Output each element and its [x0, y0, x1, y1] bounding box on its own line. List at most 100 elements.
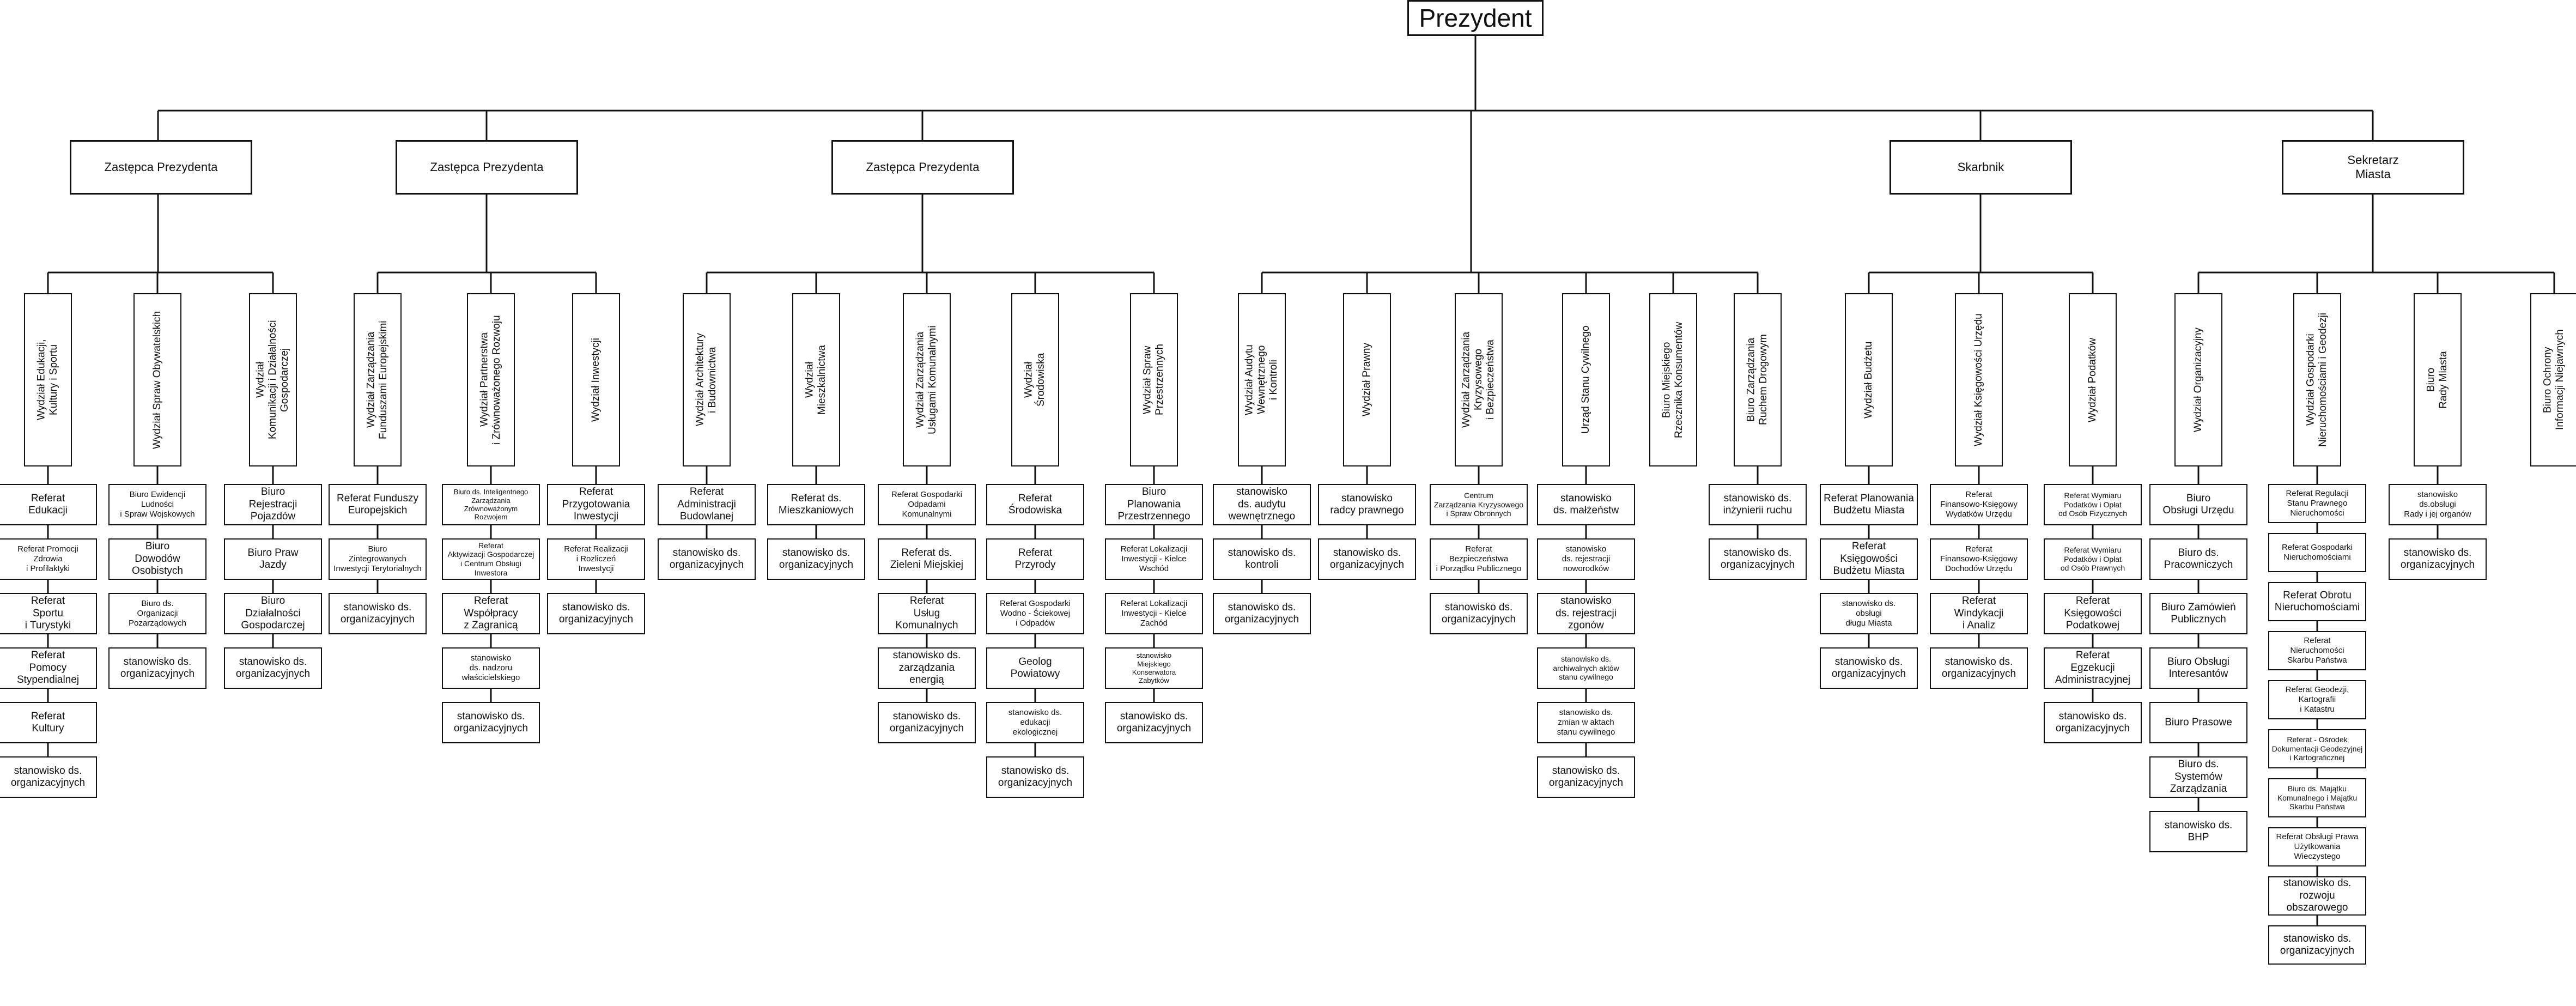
department-box: Urząd Stanu Cywilnego: [1562, 293, 1610, 466]
unit-box: stanowisko ds. rozwoju obszarowego: [2268, 876, 2366, 916]
branch-head-box: Zastępca Prezydenta: [831, 140, 1014, 195]
unit-box: Referat ds. Zieleni Miejskiej: [878, 538, 976, 580]
unit-box: stanowisko ds. rejestracji noworodków: [1537, 538, 1635, 580]
unit-box: Referat Regulacji Stanu Prawnego Nieruch…: [2268, 484, 2366, 523]
unit-box: Referat Egzekucji Administracyjnej: [2044, 647, 2142, 689]
department-box: Wydział Inwestycji: [572, 293, 620, 466]
department-box: Wydział Komunikacji i Działalności Gospo…: [249, 293, 297, 466]
department-box: Wydział Partnerstwa i Zrównoważonego Roz…: [467, 293, 515, 466]
unit-box: Biuro Obsługi Interesantów: [2149, 647, 2247, 689]
department-box: Wydział Zarządzania Kryzysowego i Bezpie…: [1455, 293, 1503, 466]
unit-box: Referat Nieruchomości Skarbu Państwa: [2268, 631, 2366, 670]
unit-box: Referat Gospodarki Wodno - Ściekowej i O…: [986, 593, 1084, 634]
unit-box: stanowisko ds. organizacyjnych: [986, 756, 1084, 798]
unit-box: Biuro Planowania Przestrzennego: [1105, 484, 1203, 525]
unit-box: stanowisko ds. organizacyjnych: [658, 538, 756, 580]
department-box: Wydział Środowiska: [1011, 293, 1059, 466]
unit-box: Referat ds. Mieszkaniowych: [767, 484, 865, 525]
unit-box: Referat Wymiaru Podatków i Opłat od Osób…: [2044, 538, 2142, 580]
unit-box: stanowisko ds. organizacyjnych: [1430, 593, 1528, 634]
unit-box: stanowisko ds. organizacyjnych: [1709, 538, 1807, 580]
unit-box: stanowisko ds. inżynierii ruchu: [1709, 484, 1807, 525]
branch-head-box: Zastępca Prezydenta: [70, 140, 252, 195]
unit-box: Referat Środowiska: [986, 484, 1084, 525]
unit-box: stanowisko ds. organizacyjnych: [1213, 593, 1311, 634]
unit-box: Referat Księgowości Podatkowej: [2044, 593, 2142, 634]
unit-box: Biuro ds. Systemów Zarządzania: [2149, 756, 2247, 798]
unit-box: Referat Edukacji: [0, 484, 97, 525]
unit-box: Referat Funduszy Europejskich: [329, 484, 427, 525]
unit-box: Biuro ds. Pracowniczych: [2149, 538, 2247, 580]
unit-box: Referat Finansowo-Księgowy Dochodów Urzę…: [1930, 538, 2028, 580]
unit-box: Referat Lokalizacji Inwestycji - Kielce …: [1105, 593, 1203, 634]
unit-box: Referat Usług Komunalnych: [878, 593, 976, 634]
unit-box: Referat Przygotowania Inwestycji: [547, 484, 645, 525]
department-box: Wydział Budżetu: [1845, 293, 1893, 466]
unit-box: Referat Aktywizacji Gospodarczej i Centr…: [442, 538, 540, 580]
unit-box: stanowisko ds. organizacyjnych: [767, 538, 865, 580]
unit-box: stanowisko ds.obsługi Rady i jej organów: [2389, 484, 2487, 525]
unit-box: Biuro Praw Jazdy: [224, 538, 322, 580]
unit-box: stanowisko ds. organizacyjnych: [2044, 702, 2142, 743]
unit-box: stanowisko ds. nadzoru właścicielskiego: [442, 647, 540, 689]
unit-box: Referat Lokalizacji Inwestycji - Kielce …: [1105, 538, 1203, 580]
unit-box: Biuro Zamówień Publicznych: [2149, 593, 2247, 634]
unit-box: stanowisko ds. organizacyjnych: [1820, 647, 1918, 689]
unit-box: stanowisko ds. organizacyjnych: [442, 702, 540, 743]
department-box: Wydział Mieszkalnictwa: [792, 293, 840, 466]
branch-head-box: Skarbnik: [1890, 140, 2072, 195]
unit-box: stanowisko ds. audytu wewnętrznego: [1213, 484, 1311, 525]
department-box: Wydział Zarządzania Funduszami Europejsk…: [354, 293, 402, 466]
unit-box: stanowisko ds. archiwalnych aktów stanu …: [1537, 647, 1635, 689]
department-box: Wydział Audytu Wewnętrznego i Kontroli: [1238, 293, 1286, 466]
branch-head-box: Zastępca Prezydenta: [396, 140, 578, 195]
unit-box: Referat Geodezji, Kartografii i Katastru: [2268, 680, 2366, 719]
unit-box: Referat Gospodarki Nieruchomościami: [2268, 533, 2366, 572]
unit-box: Referat Bezpieczeństwa i Porządku Public…: [1430, 538, 1528, 580]
unit-box: stanowisko ds. organizacyjnych: [878, 702, 976, 743]
department-box: Biuro Rady Miasta: [2414, 293, 2462, 466]
unit-box: Referat Sportu i Turystyki: [0, 593, 97, 634]
branch-head-box: Sekretarz Miasta: [2282, 140, 2464, 195]
unit-box: stanowisko ds. organizacyjnych: [224, 647, 322, 689]
unit-box: Referat Obsługi Prawa Użytkowania Wieczy…: [2268, 827, 2366, 866]
unit-box: stanowisko ds. kontroli: [1213, 538, 1311, 580]
unit-box: Referat Gospodarki Odpadami Komunalnymi: [878, 484, 976, 525]
unit-box: Geolog Powiatowy: [986, 647, 1084, 689]
president-box: Prezydent: [1407, 0, 1544, 36]
unit-box: Referat Wymiaru Podatków i Opłat od Osób…: [2044, 484, 2142, 525]
unit-box: stanowisko ds. organizacyjnych: [2268, 925, 2366, 965]
unit-box: Referat Finansowo-Księgowy Wydatków Urzę…: [1930, 484, 2028, 525]
unit-box: Biuro Rejestracji Pojazdów: [224, 484, 322, 525]
department-box: Wydział Gospodarki Nieruchomościami i Ge…: [2293, 293, 2341, 466]
unit-box: Referat Realizacji i Rozliczeń Inwestycj…: [547, 538, 645, 580]
department-box: Wydział Podatków: [2069, 293, 2117, 466]
unit-box: stanowisko ds. organizacyjnych: [329, 593, 427, 634]
unit-box: Referat Pomocy Stypendialnej: [0, 647, 97, 689]
department-box: Biuro Ochrony Informacji Niejawnych: [2530, 293, 2576, 466]
unit-box: Biuro Ewidencji Ludności i Spraw Wojskow…: [108, 484, 206, 525]
unit-box: stanowisko ds. obsługi długu Miasta: [1820, 593, 1918, 634]
department-box: Biuro Zarządzania Ruchem Drogowym: [1734, 293, 1782, 466]
unit-box: Biuro ds. Organizacji Pozarządowych: [108, 593, 206, 634]
department-box: Wydział Organizacyjny: [2174, 293, 2222, 466]
unit-box: stanowisko ds. organizacyjnych: [2389, 538, 2487, 580]
unit-box: Biuro ds. Inteligentnego Zarządzania Zró…: [442, 484, 540, 525]
unit-box: stanowisko ds. edukacji ekologicznej: [986, 702, 1084, 743]
unit-box: Referat Obrotu Nieruchomościami: [2268, 582, 2366, 621]
unit-box: Referat Księgowości Budżetu Miasta: [1820, 538, 1918, 580]
department-box: Wydział Księgowości Urzędu: [1955, 293, 2003, 466]
unit-box: stanowisko ds. organizacyjnych: [108, 647, 206, 689]
department-box: Wydział Prawny: [1343, 293, 1391, 466]
unit-box: Biuro Działalności Gospodarczej: [224, 593, 322, 634]
unit-box: stanowisko ds. zmian w aktach stanu cywi…: [1537, 702, 1635, 743]
unit-box: Biuro Prasowe: [2149, 702, 2247, 743]
unit-box: Referat - Ośrodek Dokumentacji Geodezyjn…: [2268, 729, 2366, 768]
unit-box: Biuro Obsługi Urzędu: [2149, 484, 2247, 525]
department-box: Wydział Spraw Obywatelskich: [133, 293, 181, 466]
unit-box: Biuro Zintegrowanych Inwestycji Terytori…: [329, 538, 427, 580]
unit-box: Centrum Zarządzania Kryzysowego i Spraw …: [1430, 484, 1528, 525]
department-box: Wydział Edukacji, Kultury i Sportu: [24, 293, 72, 466]
unit-box: stanowisko ds. organizacyjnych: [1105, 702, 1203, 743]
